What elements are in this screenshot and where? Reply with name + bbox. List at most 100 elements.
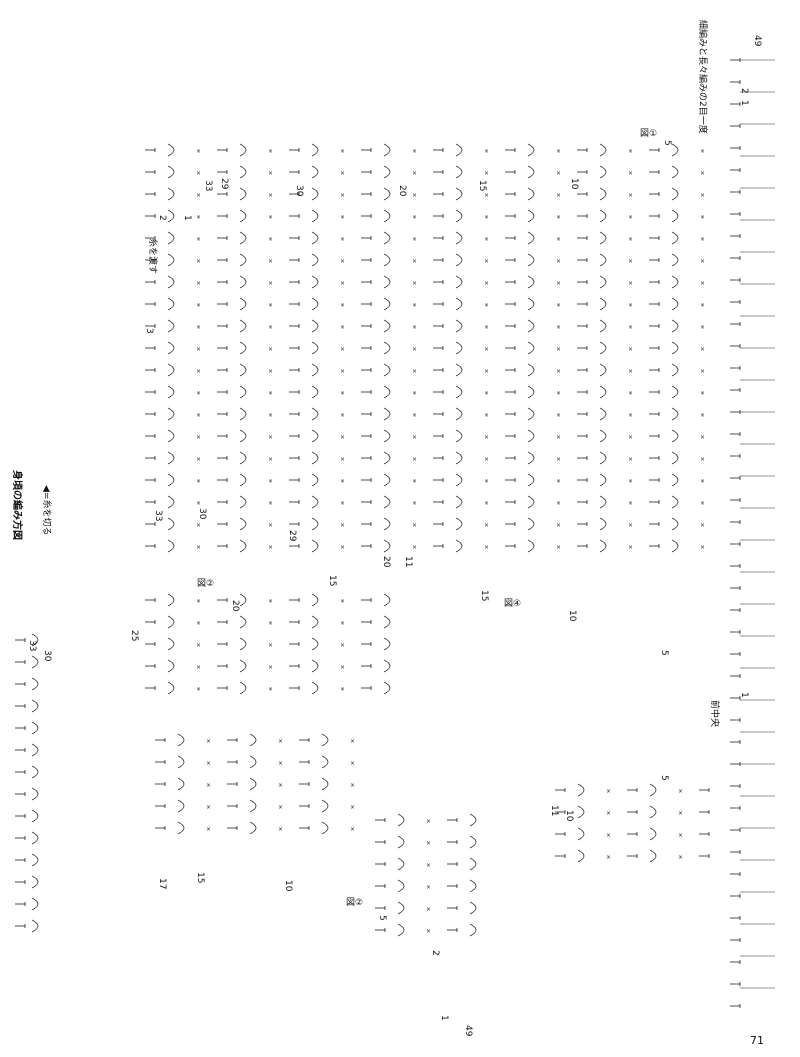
svg-text:×: × xyxy=(484,148,489,155)
svg-text:×: × xyxy=(484,170,489,177)
svg-text:×: × xyxy=(340,620,345,627)
svg-text:×: × xyxy=(350,738,355,745)
row-label: 20 xyxy=(230,600,240,612)
row-label: 5 xyxy=(659,775,669,781)
svg-text:×: × xyxy=(268,258,273,265)
svg-text:×: × xyxy=(340,686,345,693)
svg-text:×: × xyxy=(340,434,345,441)
row-label: 20 xyxy=(397,185,407,197)
svg-text:×: × xyxy=(196,686,201,693)
row-label: 1 xyxy=(439,1015,449,1021)
svg-text:×: × xyxy=(268,148,273,155)
row-label: 15 xyxy=(327,575,337,586)
svg-text:×: × xyxy=(196,642,201,649)
row-label: 25 xyxy=(129,630,139,641)
svg-text:×: × xyxy=(412,236,417,243)
svg-text:×: × xyxy=(206,782,211,789)
pass-yarn-note: 糸を渡す xyxy=(147,238,159,274)
svg-text:×: × xyxy=(206,826,211,833)
row-label: 33 xyxy=(27,640,37,651)
svg-text:×: × xyxy=(556,324,561,331)
svg-text:×: × xyxy=(700,324,705,331)
row-label: 10 xyxy=(283,880,293,892)
svg-text:×: × xyxy=(196,346,201,353)
svg-text:×: × xyxy=(412,412,417,419)
svg-text:×: × xyxy=(606,810,611,817)
row-label: 49 xyxy=(463,1025,473,1037)
svg-text:×: × xyxy=(700,214,705,221)
svg-text:×: × xyxy=(340,346,345,353)
svg-text:×: × xyxy=(556,302,561,309)
svg-text:×: × xyxy=(340,412,345,419)
stitch-patterns: ××××××××××××××××××××××××××××××××××××××××… xyxy=(15,58,775,1008)
row-label: 29 xyxy=(219,178,229,190)
svg-text:×: × xyxy=(628,170,633,177)
row-label: 15 xyxy=(195,872,205,883)
svg-text:×: × xyxy=(484,500,489,507)
svg-text:×: × xyxy=(196,434,201,441)
svg-text:×: × xyxy=(340,324,345,331)
svg-text:×: × xyxy=(484,390,489,397)
svg-text:×: × xyxy=(278,760,283,767)
svg-text:×: × xyxy=(484,412,489,419)
svg-text:×: × xyxy=(196,258,201,265)
svg-text:×: × xyxy=(268,324,273,331)
svg-text:×: × xyxy=(196,598,201,605)
svg-text:×: × xyxy=(700,478,705,485)
svg-text:×: × xyxy=(628,192,633,199)
row-label: 2 xyxy=(430,950,440,956)
lower-left-block: ××××××××××××××× xyxy=(155,733,355,835)
svg-text:×: × xyxy=(412,258,417,265)
svg-text:×: × xyxy=(556,258,561,265)
svg-text:×: × xyxy=(700,434,705,441)
svg-text:×: × xyxy=(412,148,417,155)
svg-text:×: × xyxy=(278,804,283,811)
svg-text:×: × xyxy=(484,434,489,441)
svg-text:×: × xyxy=(412,346,417,353)
row-label: 2 xyxy=(157,215,167,221)
svg-text:×: × xyxy=(628,368,633,375)
row-label: 20 xyxy=(381,556,391,568)
lower-right-block: ×××××××× xyxy=(555,783,710,863)
row-label: 33 xyxy=(153,510,163,521)
svg-text:×: × xyxy=(484,478,489,485)
row-label: 3 xyxy=(144,328,154,334)
svg-text:×: × xyxy=(340,642,345,649)
svg-text:×: × xyxy=(426,906,431,913)
svg-text:×: × xyxy=(268,478,273,485)
svg-text:×: × xyxy=(700,192,705,199)
svg-text:×: × xyxy=(556,522,561,529)
svg-text:×: × xyxy=(278,782,283,789)
row-label: 17 xyxy=(157,878,167,889)
svg-text:×: × xyxy=(340,214,345,221)
svg-text:×: × xyxy=(196,148,201,155)
svg-text:×: × xyxy=(340,500,345,507)
svg-text:×: × xyxy=(340,522,345,529)
svg-text:×: × xyxy=(700,170,705,177)
svg-text:×: × xyxy=(484,456,489,463)
svg-text:×: × xyxy=(484,280,489,287)
middle-pattern-block: ××××××××××××××× xyxy=(145,593,391,695)
svg-text:×: × xyxy=(268,368,273,375)
svg-text:×: × xyxy=(350,760,355,767)
svg-text:×: × xyxy=(268,390,273,397)
svg-text:×: × xyxy=(412,214,417,221)
row-label: 11 xyxy=(549,805,559,816)
svg-text:×: × xyxy=(340,478,345,485)
svg-text:×: × xyxy=(426,884,431,891)
row-label: 49 xyxy=(752,35,762,47)
svg-text:×: × xyxy=(412,544,417,551)
svg-text:×: × xyxy=(700,346,705,353)
svg-text:×: × xyxy=(426,862,431,869)
row-label: 15 xyxy=(477,180,487,191)
decrease-note: 細編みと長々編みの2目一度 xyxy=(697,20,709,134)
svg-text:×: × xyxy=(268,214,273,221)
svg-text:×: × xyxy=(340,390,345,397)
svg-text:×: × xyxy=(340,302,345,309)
svg-text:×: × xyxy=(412,522,417,529)
figure-label: 図② xyxy=(346,897,363,908)
svg-text:×: × xyxy=(412,434,417,441)
svg-text:×: × xyxy=(196,412,201,419)
svg-text:×: × xyxy=(628,412,633,419)
